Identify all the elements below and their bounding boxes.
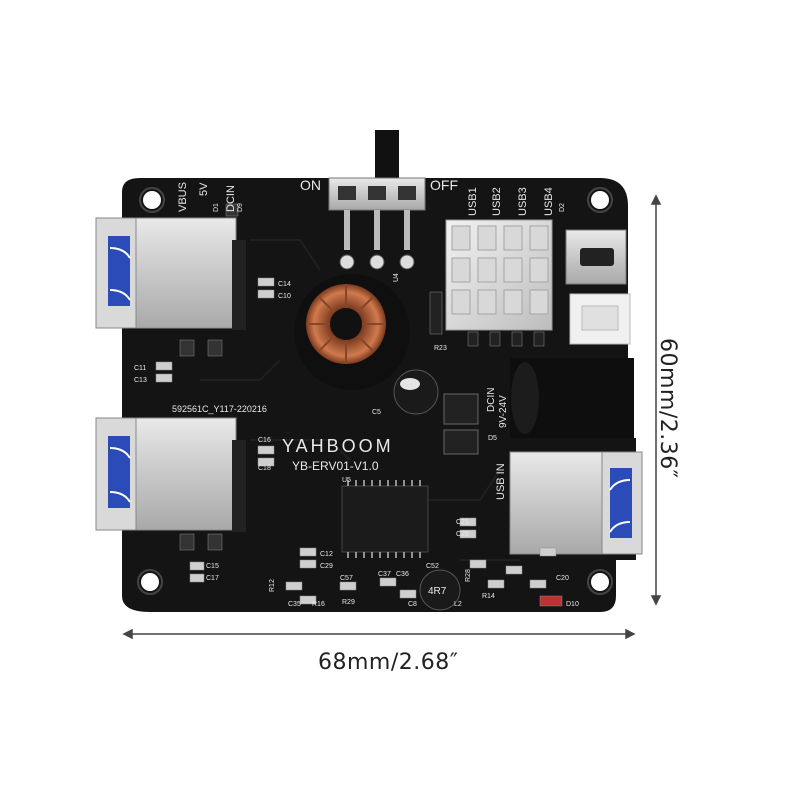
dcin-top-label: DCIN bbox=[225, 185, 237, 212]
usb2-label: USB2 bbox=[491, 187, 503, 216]
label-u5: U5 bbox=[342, 477, 351, 484]
label-c17: C17 bbox=[206, 575, 219, 582]
label-c35: C35 bbox=[288, 601, 301, 608]
usb-a-port-right bbox=[509, 451, 643, 555]
switch-off-label: OFF bbox=[430, 177, 458, 193]
label-r23: R23 bbox=[434, 345, 447, 352]
label-c11: C11 bbox=[134, 365, 146, 372]
dcin-range-label: DCIN bbox=[486, 388, 497, 412]
label-c12: C12 bbox=[320, 551, 333, 558]
label-c36: C36 bbox=[396, 571, 409, 578]
power-switch bbox=[328, 130, 426, 270]
smd-components bbox=[155, 203, 563, 607]
5v-label: 5V bbox=[198, 182, 210, 196]
label-d2: D2 bbox=[559, 203, 566, 212]
micro-usb-port bbox=[565, 229, 627, 285]
inductor-value: 4R7 bbox=[428, 586, 447, 597]
width-dimension-label: 68mm/2.68″ bbox=[318, 650, 459, 675]
smd-inductor-2 bbox=[443, 429, 479, 455]
label-c8: C8 bbox=[408, 601, 417, 608]
label-d10: D10 bbox=[566, 601, 579, 608]
label-u4: U4 bbox=[393, 273, 400, 282]
smd-inductor-1 bbox=[443, 393, 479, 425]
label-d9: D9 bbox=[237, 203, 244, 212]
usb-a-port-top-left bbox=[95, 217, 246, 330]
usb3-label: USB3 bbox=[517, 187, 529, 216]
brand-label: YAHBOOM bbox=[282, 436, 394, 456]
vbus-label: VBUS bbox=[177, 182, 189, 212]
inductor-4r7 bbox=[419, 569, 461, 611]
label-d1: D1 bbox=[213, 203, 220, 212]
height-dimension-line bbox=[650, 194, 662, 606]
label-c10: C10 bbox=[278, 293, 291, 300]
model-label: YB-ERV01-V1.0 bbox=[292, 459, 379, 473]
label-r28: R28 bbox=[465, 569, 472, 582]
usb-in-label: USB IN bbox=[495, 463, 507, 500]
label-c57: C57 bbox=[340, 575, 353, 582]
label-c20: C20 bbox=[556, 575, 569, 582]
label-l2: L2 bbox=[454, 601, 462, 608]
electrolytic-capacitor bbox=[393, 369, 439, 415]
label-r14: R14 bbox=[482, 593, 495, 600]
pcb-traces bbox=[200, 239, 520, 561]
label-c18: C18 bbox=[258, 465, 271, 472]
hub-controller-ic bbox=[341, 480, 429, 558]
label-r29: R29 bbox=[342, 599, 355, 606]
switch-on-label: ON bbox=[300, 177, 321, 193]
label-c25: C25 bbox=[456, 531, 469, 538]
mounting-holes bbox=[137, 187, 613, 595]
label-c52: C52 bbox=[426, 563, 439, 570]
label-c15: C15 bbox=[206, 563, 219, 570]
label-c16: C16 bbox=[258, 437, 271, 444]
label-c5: C5 bbox=[372, 409, 381, 416]
label-c14: C14 bbox=[278, 281, 291, 288]
heatsink bbox=[445, 219, 553, 331]
usb-a-port-bottom-left bbox=[95, 417, 246, 532]
label-r12: R12 bbox=[269, 579, 276, 592]
dcin-voltage-label: 9V-24V bbox=[498, 395, 509, 428]
label-c21: C21 bbox=[456, 519, 469, 526]
label-c29: C29 bbox=[320, 563, 333, 570]
label-c37: C37 bbox=[378, 571, 391, 578]
jst-connector bbox=[569, 293, 631, 345]
height-dimension-label: 60mm/2.36″ bbox=[655, 338, 680, 479]
usb1-label: USB1 bbox=[467, 187, 479, 216]
width-dimension-line bbox=[122, 628, 636, 640]
label-d5: D5 bbox=[488, 435, 497, 442]
label-c13: C13 bbox=[134, 377, 147, 384]
label-r16: R16 bbox=[312, 601, 325, 608]
usb4-label: USB4 bbox=[543, 187, 555, 216]
serial-label: 592561C_Y117-220216 bbox=[172, 404, 267, 414]
toroid-inductor bbox=[294, 274, 410, 390]
dc-barrel-jack bbox=[510, 358, 634, 438]
